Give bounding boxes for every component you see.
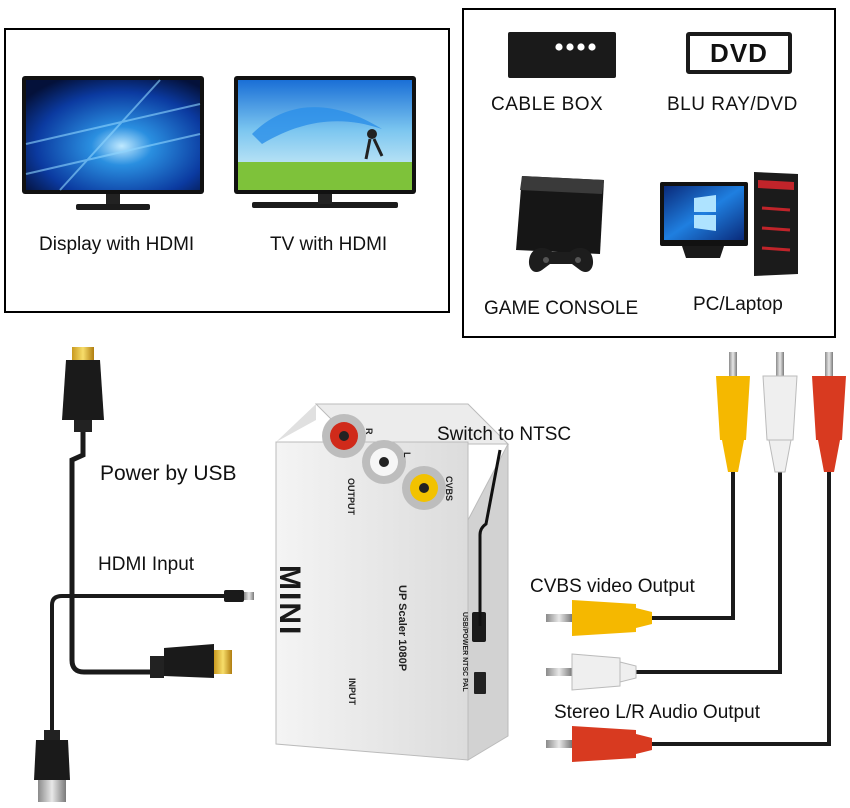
converter-brand: MINI (273, 565, 306, 637)
rca-cables (546, 352, 846, 762)
jack-cvbs-label: CVBS (444, 476, 454, 502)
display-label: Display with HDMI (39, 234, 195, 255)
cable-box-label: CABLE BOX (491, 94, 604, 115)
dvd-badge-text: DVD (710, 37, 768, 68)
jack-r-label: R (364, 428, 374, 435)
hdmi-input-label: HDMI Input (98, 554, 195, 575)
jack-l-label: L (402, 452, 412, 458)
pc-label: PC/Laptop (693, 294, 783, 315)
mini-converter (275, 403, 510, 761)
converter-model: UP Scaler 1080P (396, 585, 408, 672)
switch-pointer-line (478, 449, 502, 626)
switch-to-ntsc-label: Switch to NTSC (437, 424, 572, 445)
connection-diagram (0, 340, 850, 808)
dvd-icon: DVD (686, 32, 792, 74)
hdmi-cable-top (62, 347, 170, 675)
game-console-icon (512, 172, 608, 284)
game-console-label: GAME CONSOLE (484, 298, 639, 319)
pc-icon (658, 168, 808, 280)
displays-panel: Display with HDMI TV with HDMI (4, 28, 450, 313)
hdmi-connector-bottom (150, 644, 232, 678)
converter-side-label: USB/POWER NTSC PAL (461, 612, 468, 692)
tv-image (232, 74, 418, 216)
cvbs-output-label: CVBS video Output (530, 576, 695, 597)
stereo-output-label: Stereo L/R Audio Output (554, 702, 760, 723)
monitor-image (20, 74, 206, 216)
usb-power-cable (34, 590, 254, 802)
tv-label: TV with HDMI (270, 234, 388, 255)
cable-box-icon (508, 32, 616, 78)
converter-input-label: INPUT (347, 678, 357, 705)
power-by-usb-label: Power by USB (100, 462, 237, 485)
blu-ray-label: BLU RAY/DVD (667, 94, 798, 115)
sources-panel: CABLE BOX DVD BLU RAY/DVD GAME CONSOLE (462, 8, 836, 338)
converter-output-label: OUTPUT (346, 478, 356, 515)
